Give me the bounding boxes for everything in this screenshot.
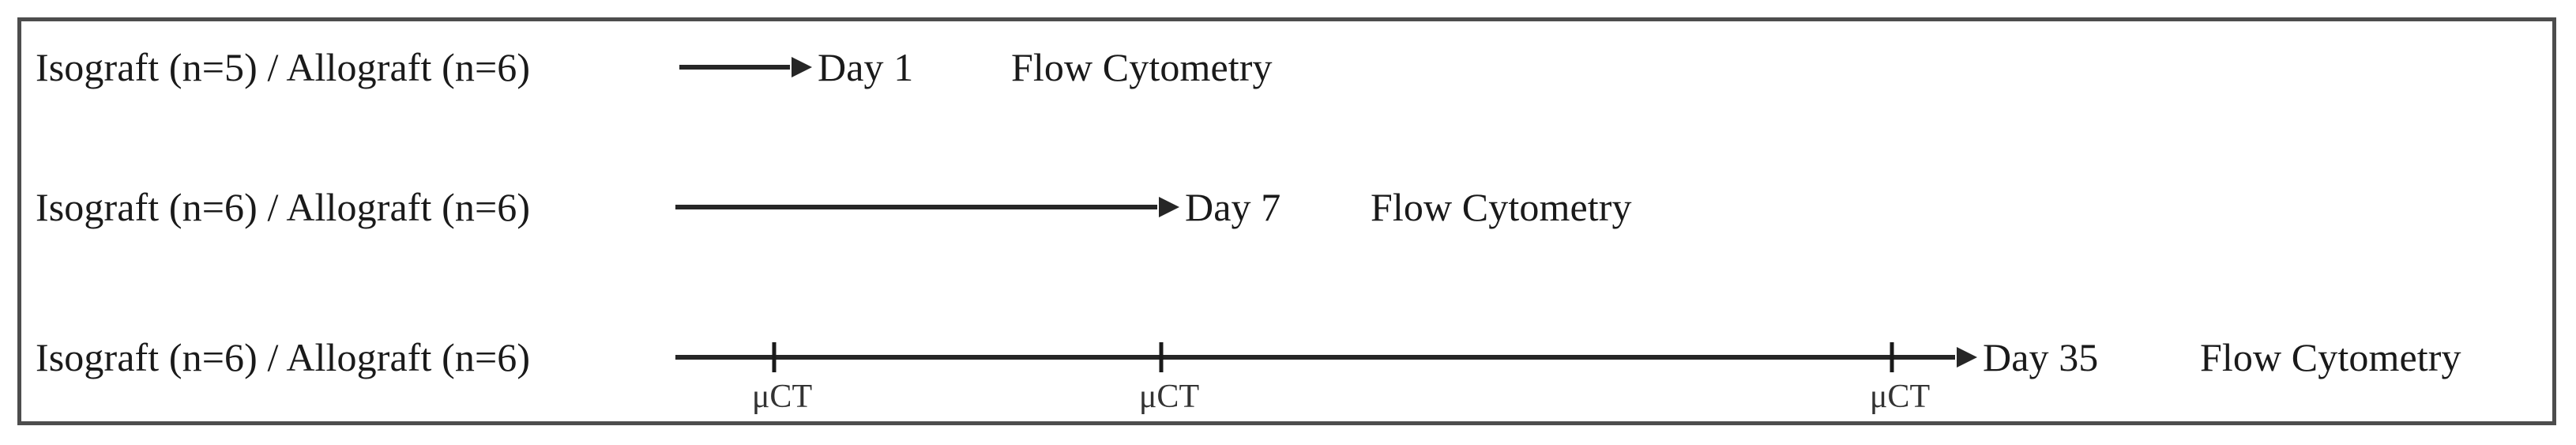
day-label-row-2: Day 7 — [1185, 185, 1281, 229]
day-label-row-3: Day 35 — [1983, 335, 2099, 379]
assay-label-row-3: Flow Cytometry — [2200, 335, 2461, 379]
arrow-row-3 — [675, 355, 1955, 360]
mct-tick-3 — [1890, 342, 1894, 372]
figure-border-box: Isograft (n=5) / Allograft (n=6) Day 1 F… — [17, 17, 2556, 425]
assay-label-row-1: Flow Cytometry — [1011, 45, 1273, 89]
group-label-row-1: Isograft (n=5) / Allograft (n=6) — [36, 45, 531, 89]
mct-tick-2 — [1159, 342, 1164, 372]
mct-tick-label-2: μCT — [1138, 379, 1200, 415]
group-label-row-3: Isograft (n=6) / Allograft (n=6) — [36, 335, 531, 379]
mct-tick-1 — [772, 342, 777, 372]
assay-label-row-2: Flow Cytometry — [1371, 185, 1632, 229]
group-label-row-2: Isograft (n=6) / Allograft (n=6) — [36, 185, 531, 229]
arrow-row-2 — [675, 205, 1157, 209]
arrow-row-1 — [679, 65, 790, 70]
mct-tick-label-3: μCT — [1869, 379, 1931, 415]
mct-tick-label-1: μCT — [751, 379, 813, 415]
day-label-row-1: Day 1 — [818, 45, 914, 89]
